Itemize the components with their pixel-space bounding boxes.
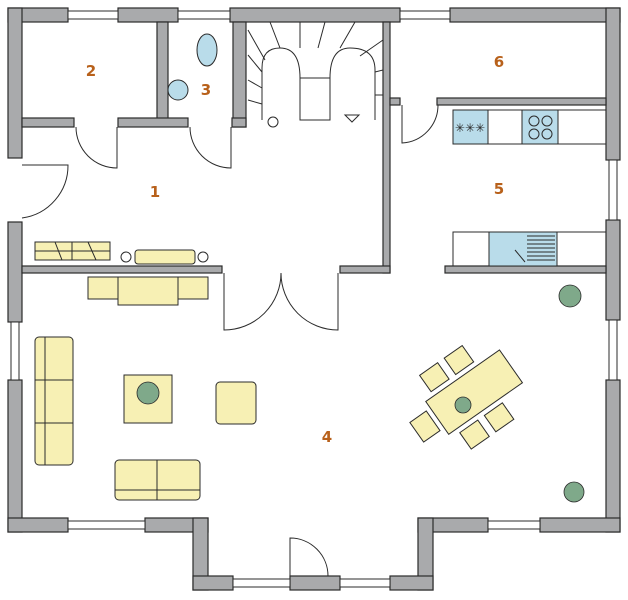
kitchen: ✳✳✳ bbox=[452, 109, 607, 267]
hall-furniture bbox=[34, 241, 209, 265]
plant-icon bbox=[454, 396, 472, 414]
outer-walls bbox=[7, 7, 621, 591]
bathroom-fixtures bbox=[167, 33, 218, 101]
room-label-2: 2 bbox=[86, 62, 96, 80]
stove bbox=[521, 109, 559, 145]
room-label-6: 6 bbox=[494, 53, 504, 71]
entrance-door bbox=[21, 164, 69, 219]
sink bbox=[488, 231, 558, 267]
living-furniture bbox=[34, 276, 257, 501]
terrace-door bbox=[289, 537, 329, 577]
dining-set bbox=[409, 344, 524, 450]
toilet bbox=[196, 33, 218, 67]
room-label-3: 3 bbox=[201, 81, 211, 99]
plant-icon bbox=[558, 284, 582, 308]
door-room-2 bbox=[75, 126, 118, 169]
plant-icon bbox=[136, 381, 160, 405]
washbasin bbox=[167, 79, 189, 101]
controls-icon: ✳✳✳ bbox=[455, 121, 485, 135]
door-room-6 bbox=[401, 104, 439, 144]
doors[interactable] bbox=[21, 104, 439, 577]
staircase bbox=[247, 21, 384, 128]
interior-walls bbox=[21, 21, 607, 274]
room-label-5: 5 bbox=[494, 180, 504, 198]
room-label-4: 4 bbox=[322, 428, 332, 446]
plants bbox=[136, 284, 585, 503]
room-label-1: 1 bbox=[150, 183, 160, 201]
hob-controls bbox=[452, 109, 489, 145]
windows bbox=[10, 10, 618, 588]
double-door-room-4 bbox=[223, 272, 339, 331]
door-room-3 bbox=[189, 126, 232, 169]
plant-icon bbox=[563, 481, 585, 503]
